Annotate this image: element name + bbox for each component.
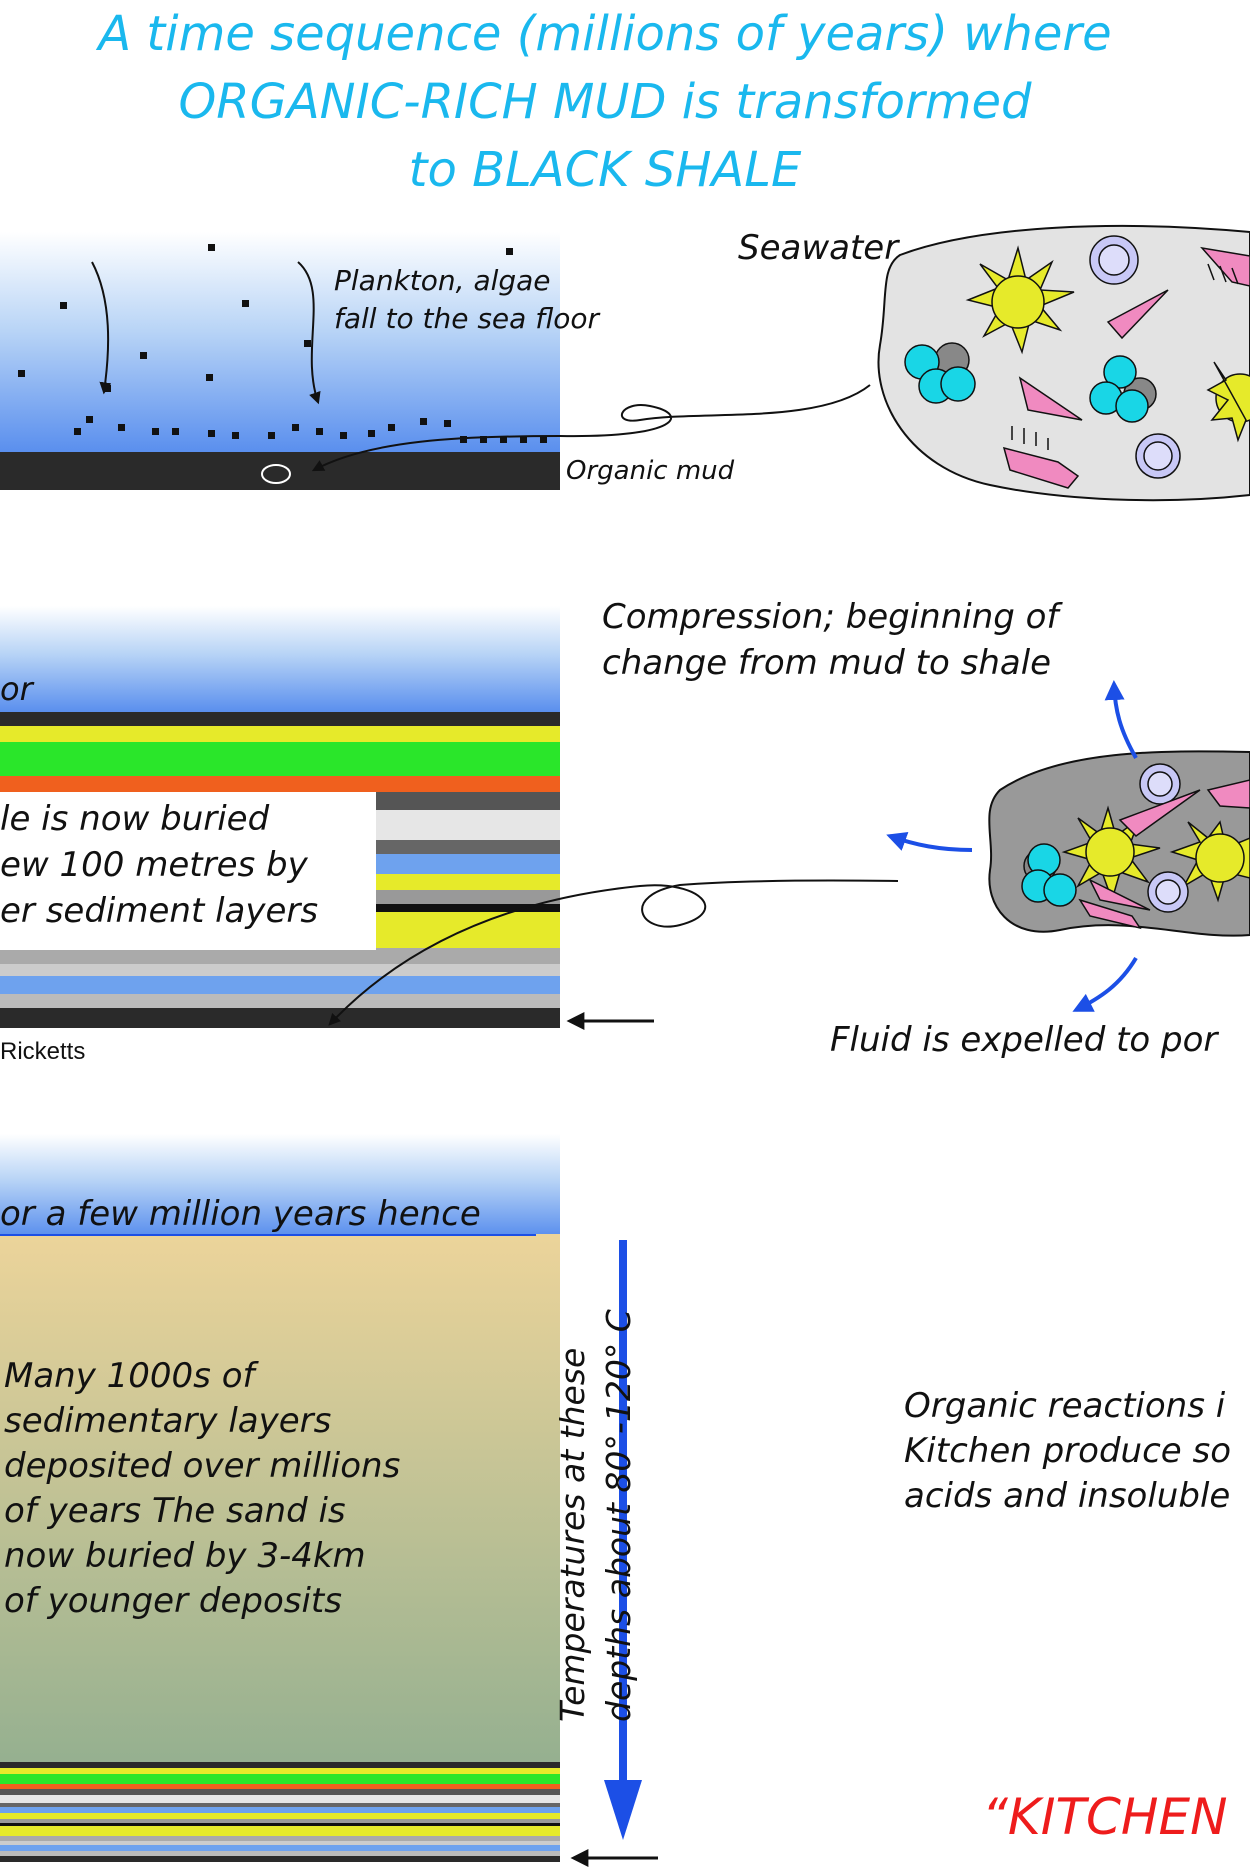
cyan-cluster-particle [904, 342, 976, 404]
image-credit: Ricketts [0, 1038, 86, 1065]
organic-mud-label: Organic mud [566, 456, 735, 486]
compressed-pink-shard [1118, 789, 1201, 837]
callout-line-2 [328, 879, 899, 1026]
deposits-caption-line: deposited over millions [4, 1446, 401, 1486]
panel-1-seafloor [0, 232, 871, 490]
falling-plankton-particles [18, 244, 547, 443]
compressed-sun-particle-2 [1169, 820, 1250, 903]
diagram-title: A time sequence (millions of years) wher… [0, 0, 1210, 204]
sun-particle-right [1206, 361, 1250, 443]
falling-arrow-left [91, 261, 112, 395]
organic-reactions-line-3: acids and insoluble [904, 1476, 1231, 1516]
fluid-arrow-down [1072, 956, 1138, 1012]
falling-arrow-right [297, 261, 321, 405]
title-line-2: ORGANIC-RICH MUD is transformed [178, 74, 1032, 130]
deposits-caption: Many 1000s of sedimentary layers deposit… [4, 1354, 400, 1624]
sediment-layers-3 [0, 1762, 560, 1862]
fragment-hairs [1011, 263, 1239, 450]
compressed-pink-fragment-2 [1078, 898, 1142, 930]
title-line-1: A time sequence (millions of years) wher… [98, 6, 1112, 62]
sea-water-1 [0, 232, 560, 452]
sea-floor-label-3: or a few million years hence [0, 1194, 481, 1234]
pink-shard-particle [1106, 289, 1169, 340]
seawater-label: Seawater [738, 228, 899, 268]
compressed-pink-fragment [1206, 779, 1250, 809]
organic-reactions-label: Organic reactions i Kitchen produce so a… [904, 1384, 1231, 1519]
organic-mud-layer [0, 452, 560, 490]
fluid-arrow-left [886, 832, 973, 852]
sea-water-2 [0, 606, 560, 712]
compressed-pink-shard-2 [1088, 878, 1151, 911]
buried-caption-line-2: ew 100 metres by [0, 845, 308, 885]
organic-reactions-line-2: Kitchen produce so [904, 1431, 1232, 1471]
temperature-label-line-1: Temperatures at these [553, 1347, 592, 1722]
younger-deposits [0, 1234, 560, 1764]
cyan-cluster-particle-2 [1089, 355, 1157, 423]
compressed-cyan-cluster [1021, 843, 1077, 907]
sea-floor-label-2: or [0, 670, 33, 708]
compression-label-line-2: change from mud to shale [602, 643, 1052, 683]
compression-label-line-1: Compression; beginning of [602, 597, 1059, 637]
compression-particle-blob [886, 680, 1250, 1012]
buried-caption-line-1: le is now buried [0, 799, 270, 839]
fluid-arrow-up [1104, 680, 1138, 759]
seawater-particle-blob [877, 224, 1250, 502]
title-line-3: to BLACK SHALE [408, 142, 802, 198]
buried-caption: le is now buried ew 100 metres by er sed… [0, 796, 318, 934]
sun-particle [965, 245, 1075, 355]
deposits-caption-line: of years The sand is [4, 1491, 346, 1531]
compression-label: Compression; beginning of change from mu… [602, 594, 1058, 686]
sea-water-3 [0, 1134, 560, 1236]
panel-3-deep-burial [0, 1134, 658, 1867]
deposits-caption-line: now buried by 3-4km [4, 1536, 366, 1576]
callout-line-1 [311, 384, 871, 472]
fluid-expelled-label: Fluid is expelled to por [830, 1020, 1218, 1060]
pink-fragment-particle-2 [1002, 446, 1080, 489]
deposits-caption-line: of younger deposits [4, 1581, 342, 1621]
deposits-caption-line: sedimentary layers [4, 1401, 332, 1441]
temperature-label-line-2: depths about 80°-120° C [599, 1309, 638, 1722]
pink-shard-particle-2 [1018, 376, 1083, 421]
lavender-disc-particle-2 [1135, 433, 1181, 479]
plankton-label-line-1: Plankton, algae [334, 264, 551, 297]
organic-reactions-line-1: Organic reactions i [904, 1386, 1226, 1426]
kitchen-label: “KITCHEN [982, 1788, 1228, 1846]
lavender-disc-particle [1089, 235, 1139, 285]
temperature-label: Temperatures at these depths about 80°-1… [550, 1242, 642, 1722]
compressed-sun-particle [1061, 805, 1161, 903]
deposits-caption-line: Many 1000s of [4, 1356, 255, 1396]
plankton-label: Plankton, algae fall to the sea floor [334, 262, 599, 338]
plankton-label-line-2: fall to the sea floor [334, 302, 600, 335]
buried-caption-line-3: er sediment layers [0, 891, 319, 931]
mud-sample-outline [261, 464, 291, 484]
buried-caption-box [0, 792, 376, 950]
depth-arrow-head [604, 1780, 642, 1840]
compressed-lavender-discs [1139, 763, 1189, 913]
